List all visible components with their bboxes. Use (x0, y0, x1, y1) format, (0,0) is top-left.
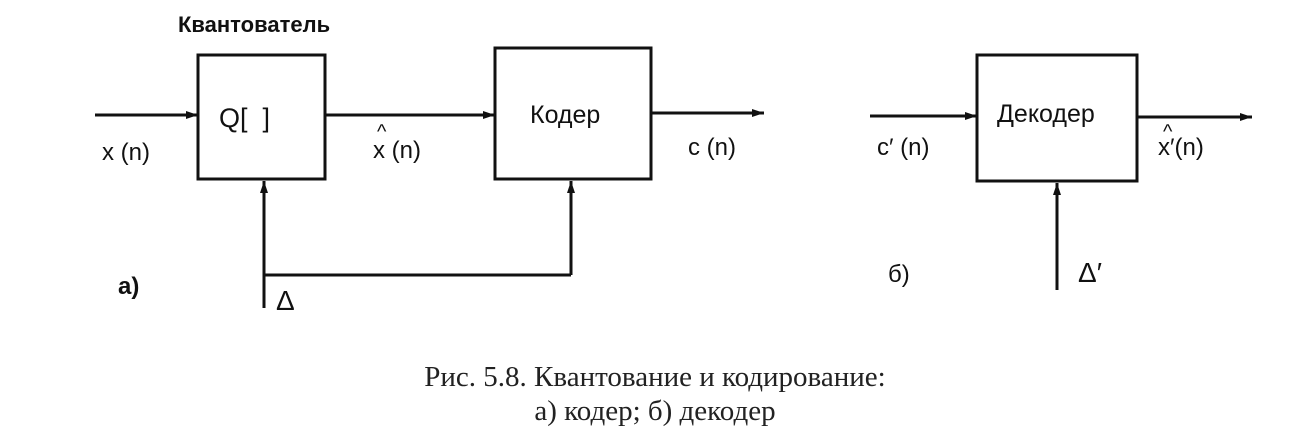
coder-diagram: Квантователь x (n) Q[ ] ^ x (n) Кодер c … (95, 12, 764, 316)
quantizer-block-label: Q[ ] (219, 103, 270, 133)
decoder-output-hat-mark: ^ (1163, 121, 1173, 143)
decoder-step-label: Δ′ (1078, 257, 1102, 288)
step-feedback-line (262, 273, 571, 308)
coder-part-label: а) (118, 273, 139, 300)
caption-line-2: а) кодер; б) декодер (534, 395, 775, 427)
output-label: c (n) (688, 134, 736, 161)
decoder-diagram: c′ (n) Декодер ^ x′(n) Δ′ б) (870, 53, 1252, 290)
quantizer-title: Квантователь (178, 12, 330, 37)
caption-line-1: Рис. 5.8. Квантование и кодирование: (424, 361, 885, 393)
quantized-hat-mark: ^ (377, 121, 387, 143)
coder-block-label: Кодер (530, 101, 600, 129)
input-label: x (n) (102, 139, 150, 166)
decoder-block-label: Декодер (997, 100, 1095, 128)
figure-caption: Рис. 5.8. Квантование и кодирование: а) … (424, 361, 885, 427)
quantized-label: x (n) (373, 137, 421, 164)
quantizer-block (196, 53, 327, 181)
decoder-output-label: x′(n) (1158, 134, 1204, 161)
step-label: Δ (276, 285, 295, 316)
decoder-part-label: б) (888, 261, 910, 288)
decoder-input-label: c′ (n) (877, 134, 930, 161)
